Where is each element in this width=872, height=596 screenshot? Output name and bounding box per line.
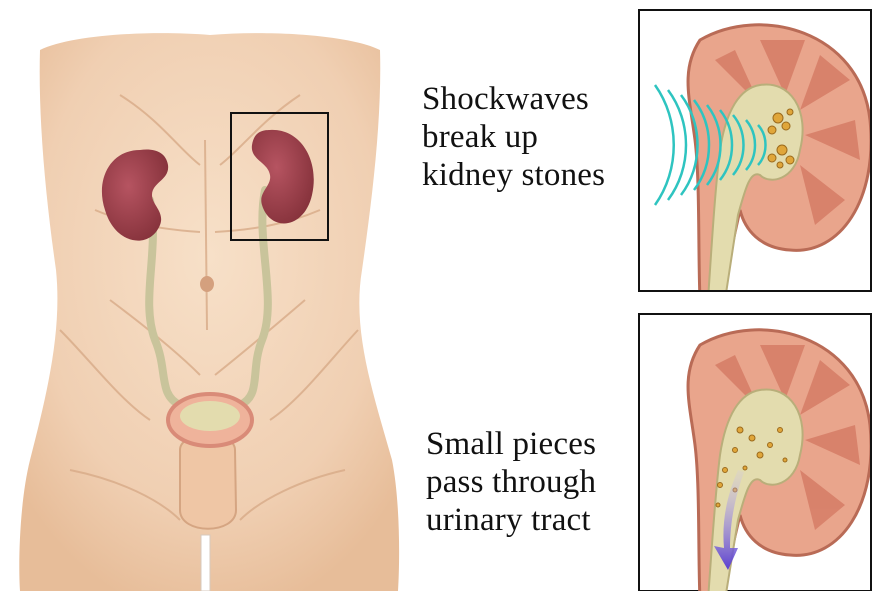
groin: [180, 435, 236, 529]
caption-line: Small pieces: [426, 425, 596, 463]
catheter-line: [201, 535, 210, 591]
caption-line: urinary tract: [426, 501, 596, 539]
navel: [200, 276, 214, 292]
caption-shockwaves: Shockwaves break up kidney stones: [422, 80, 605, 194]
caption-line: kidney stones: [422, 156, 605, 194]
stone-passage-panel: [639, 314, 871, 591]
caption-passage: Small pieces pass through urinary tract: [426, 425, 596, 539]
caption-line: break up: [422, 118, 605, 156]
torso-illustration: [19, 33, 399, 591]
kidney-shockwave-panel: [639, 10, 871, 300]
caption-line: pass through: [426, 463, 596, 501]
caption-line: Shockwaves: [422, 80, 605, 118]
bladder: [168, 394, 252, 446]
